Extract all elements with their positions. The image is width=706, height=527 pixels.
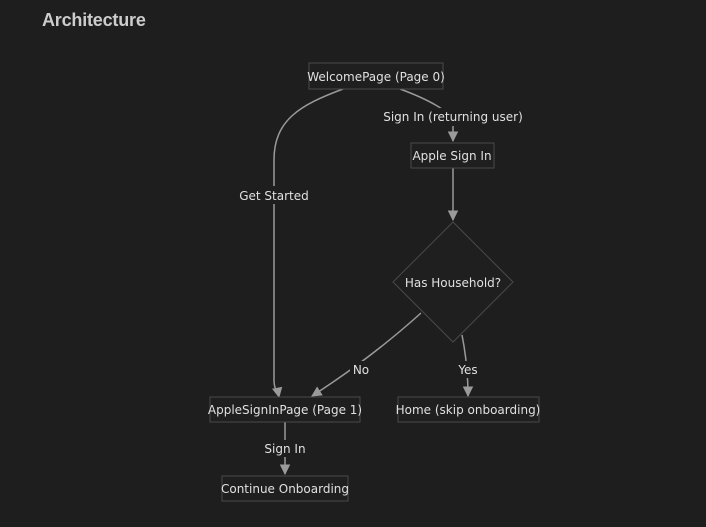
edge-label-get-started-group: Get Started (238, 186, 310, 204)
node-welcome-page-label: WelcomePage (Page 0) (307, 70, 445, 84)
edge-label-get-started: Get Started (239, 189, 309, 203)
edge-label-sign-in: Sign In (264, 442, 305, 456)
node-apple-sign-in-page: AppleSignInPage (Page 1) (208, 396, 362, 423)
edge-no (311, 312, 422, 397)
page-title: Architecture (42, 10, 146, 30)
edge-label-sign-in-group: Sign In (263, 440, 307, 457)
node-home: Home (skip onboarding) (396, 396, 541, 423)
edge-label-yes: Yes (457, 363, 477, 377)
edge-label-yes-group: Yes (455, 361, 481, 378)
edge-label-sign-in-returning: Sign In (returning user) (383, 110, 523, 124)
edge-label-no-group: No (350, 361, 372, 378)
node-apple-sign-in-page-label: AppleSignInPage (Page 1) (208, 403, 362, 417)
node-welcome-page: WelcomePage (Page 0) (307, 62, 445, 90)
node-continue-onboarding: Continue Onboarding (221, 475, 349, 502)
node-apple-sign-in-label: Apple Sign In (412, 149, 491, 163)
node-apple-sign-in: Apple Sign In (410, 142, 495, 169)
node-has-household-label: Has Household? (405, 276, 501, 290)
edge-get-started (271, 88, 344, 399)
edge-label-no: No (353, 363, 369, 377)
node-has-household: Has Household? (392, 221, 514, 343)
node-home-label: Home (skip onboarding) (396, 403, 541, 417)
edge-label-sign-in-returning-group: Sign In (returning user) (383, 108, 523, 126)
node-continue-onboarding-label: Continue Onboarding (221, 482, 349, 496)
